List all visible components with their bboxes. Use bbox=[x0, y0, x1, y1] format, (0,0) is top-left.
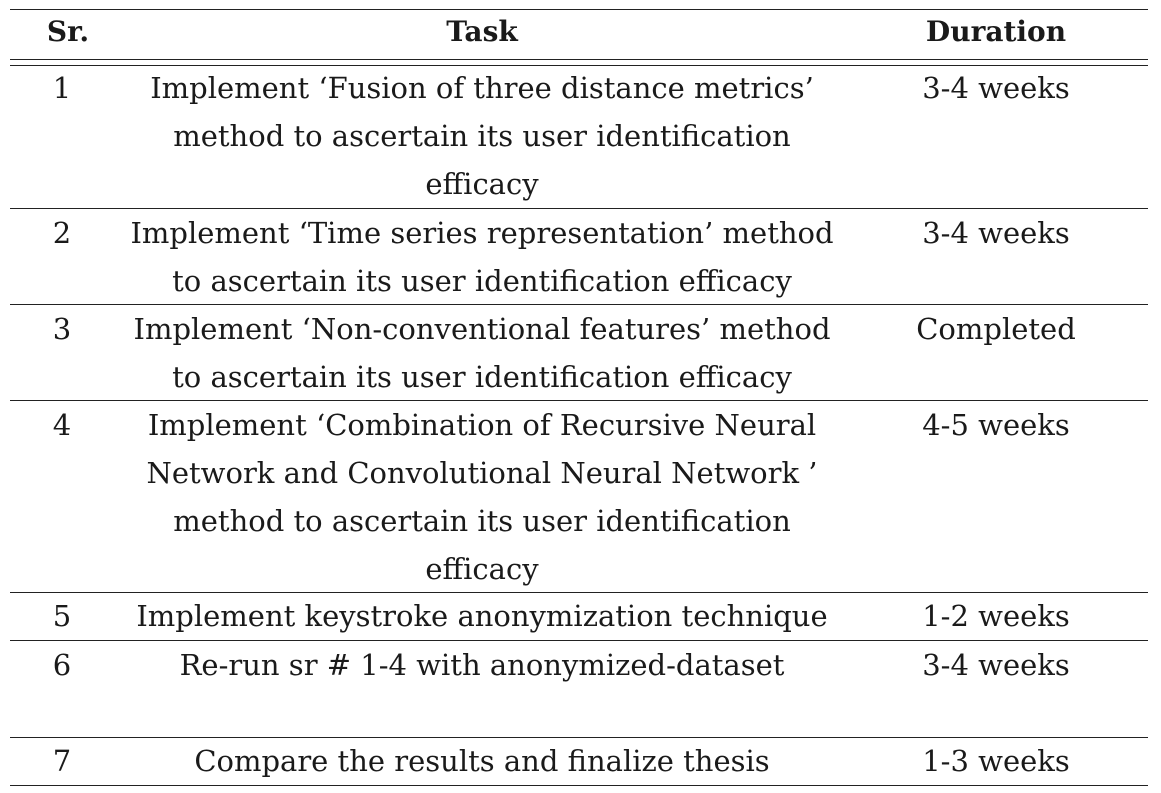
row-1-duration: 3-4 weeks bbox=[922, 71, 1070, 105]
row-divider bbox=[10, 737, 1148, 738]
row-7-sr: 7 bbox=[52, 744, 72, 778]
row-2-task: Implement ‘Time series representation’ m… bbox=[130, 209, 833, 305]
row-3-duration: Completed bbox=[916, 312, 1076, 346]
task-line: Network and Convolutional Neural Network… bbox=[146, 456, 818, 490]
row-6-duration: 3-4 weeks bbox=[922, 648, 1070, 682]
row-2-duration: 3-4 weeks bbox=[922, 216, 1070, 250]
task-line: Compare the results and finalize thesis bbox=[194, 744, 770, 778]
task-line: to ascertain its user identification eff… bbox=[172, 360, 792, 394]
row-5-task: Implement keystroke anonymization techni… bbox=[136, 592, 827, 640]
task-line: Implement ‘Fusion of three distance metr… bbox=[150, 71, 814, 105]
table-bottom-rule bbox=[10, 785, 1148, 786]
row-1-sr: 1 bbox=[52, 71, 72, 105]
task-line: Implement keystroke anonymization techni… bbox=[136, 599, 828, 633]
row-3-sr: 3 bbox=[52, 312, 72, 346]
header-double-rule-top bbox=[10, 59, 1148, 60]
row-7-duration: 1-3 weeks bbox=[922, 744, 1070, 778]
row-4-sr: 4 bbox=[52, 408, 72, 442]
row-divider bbox=[10, 640, 1148, 641]
row-6-sr: 6 bbox=[52, 648, 72, 682]
task-line: efficacy bbox=[425, 167, 539, 201]
task-line: Implement ‘Time series representation’ m… bbox=[130, 216, 834, 250]
row-5-sr: 5 bbox=[52, 599, 72, 633]
header-double-rule-bottom bbox=[10, 65, 1148, 66]
row-divider bbox=[10, 592, 1148, 593]
row-divider bbox=[10, 208, 1148, 209]
row-7-task: Compare the results and finalize thesis bbox=[194, 737, 769, 785]
task-line: method to ascertain its user identificat… bbox=[173, 119, 791, 153]
row-1-task: Implement ‘Fusion of three distance metr… bbox=[150, 64, 814, 208]
header-sr: Sr. bbox=[46, 15, 90, 48]
row-divider bbox=[10, 304, 1148, 305]
header-task: Task bbox=[446, 15, 518, 48]
row-4-duration: 4-5 weeks bbox=[922, 408, 1070, 442]
row-2-sr: 2 bbox=[52, 216, 72, 250]
table-top-rule bbox=[10, 9, 1148, 10]
row-3-task: Implement ‘Non-conventional features’ me… bbox=[133, 305, 830, 401]
task-line: method to ascertain its user identificat… bbox=[173, 504, 791, 538]
row-divider bbox=[10, 400, 1148, 401]
header-duration: Duration bbox=[925, 15, 1067, 48]
task-line: to ascertain its user identification eff… bbox=[172, 264, 792, 298]
task-line: Implement ‘Non-conventional features’ me… bbox=[133, 312, 831, 346]
task-line: efficacy bbox=[425, 552, 539, 586]
task-line: Re-run sr # 1-4 with anonymized-dataset bbox=[179, 648, 785, 682]
row-4-task: Implement ‘Combination of Recursive Neur… bbox=[146, 401, 817, 593]
row-5-duration: 1-2 weeks bbox=[922, 599, 1070, 633]
row-6-task: Re-run sr # 1-4 with anonymized-dataset bbox=[180, 641, 785, 689]
task-line: Implement ‘Combination of Recursive Neur… bbox=[147, 408, 817, 442]
